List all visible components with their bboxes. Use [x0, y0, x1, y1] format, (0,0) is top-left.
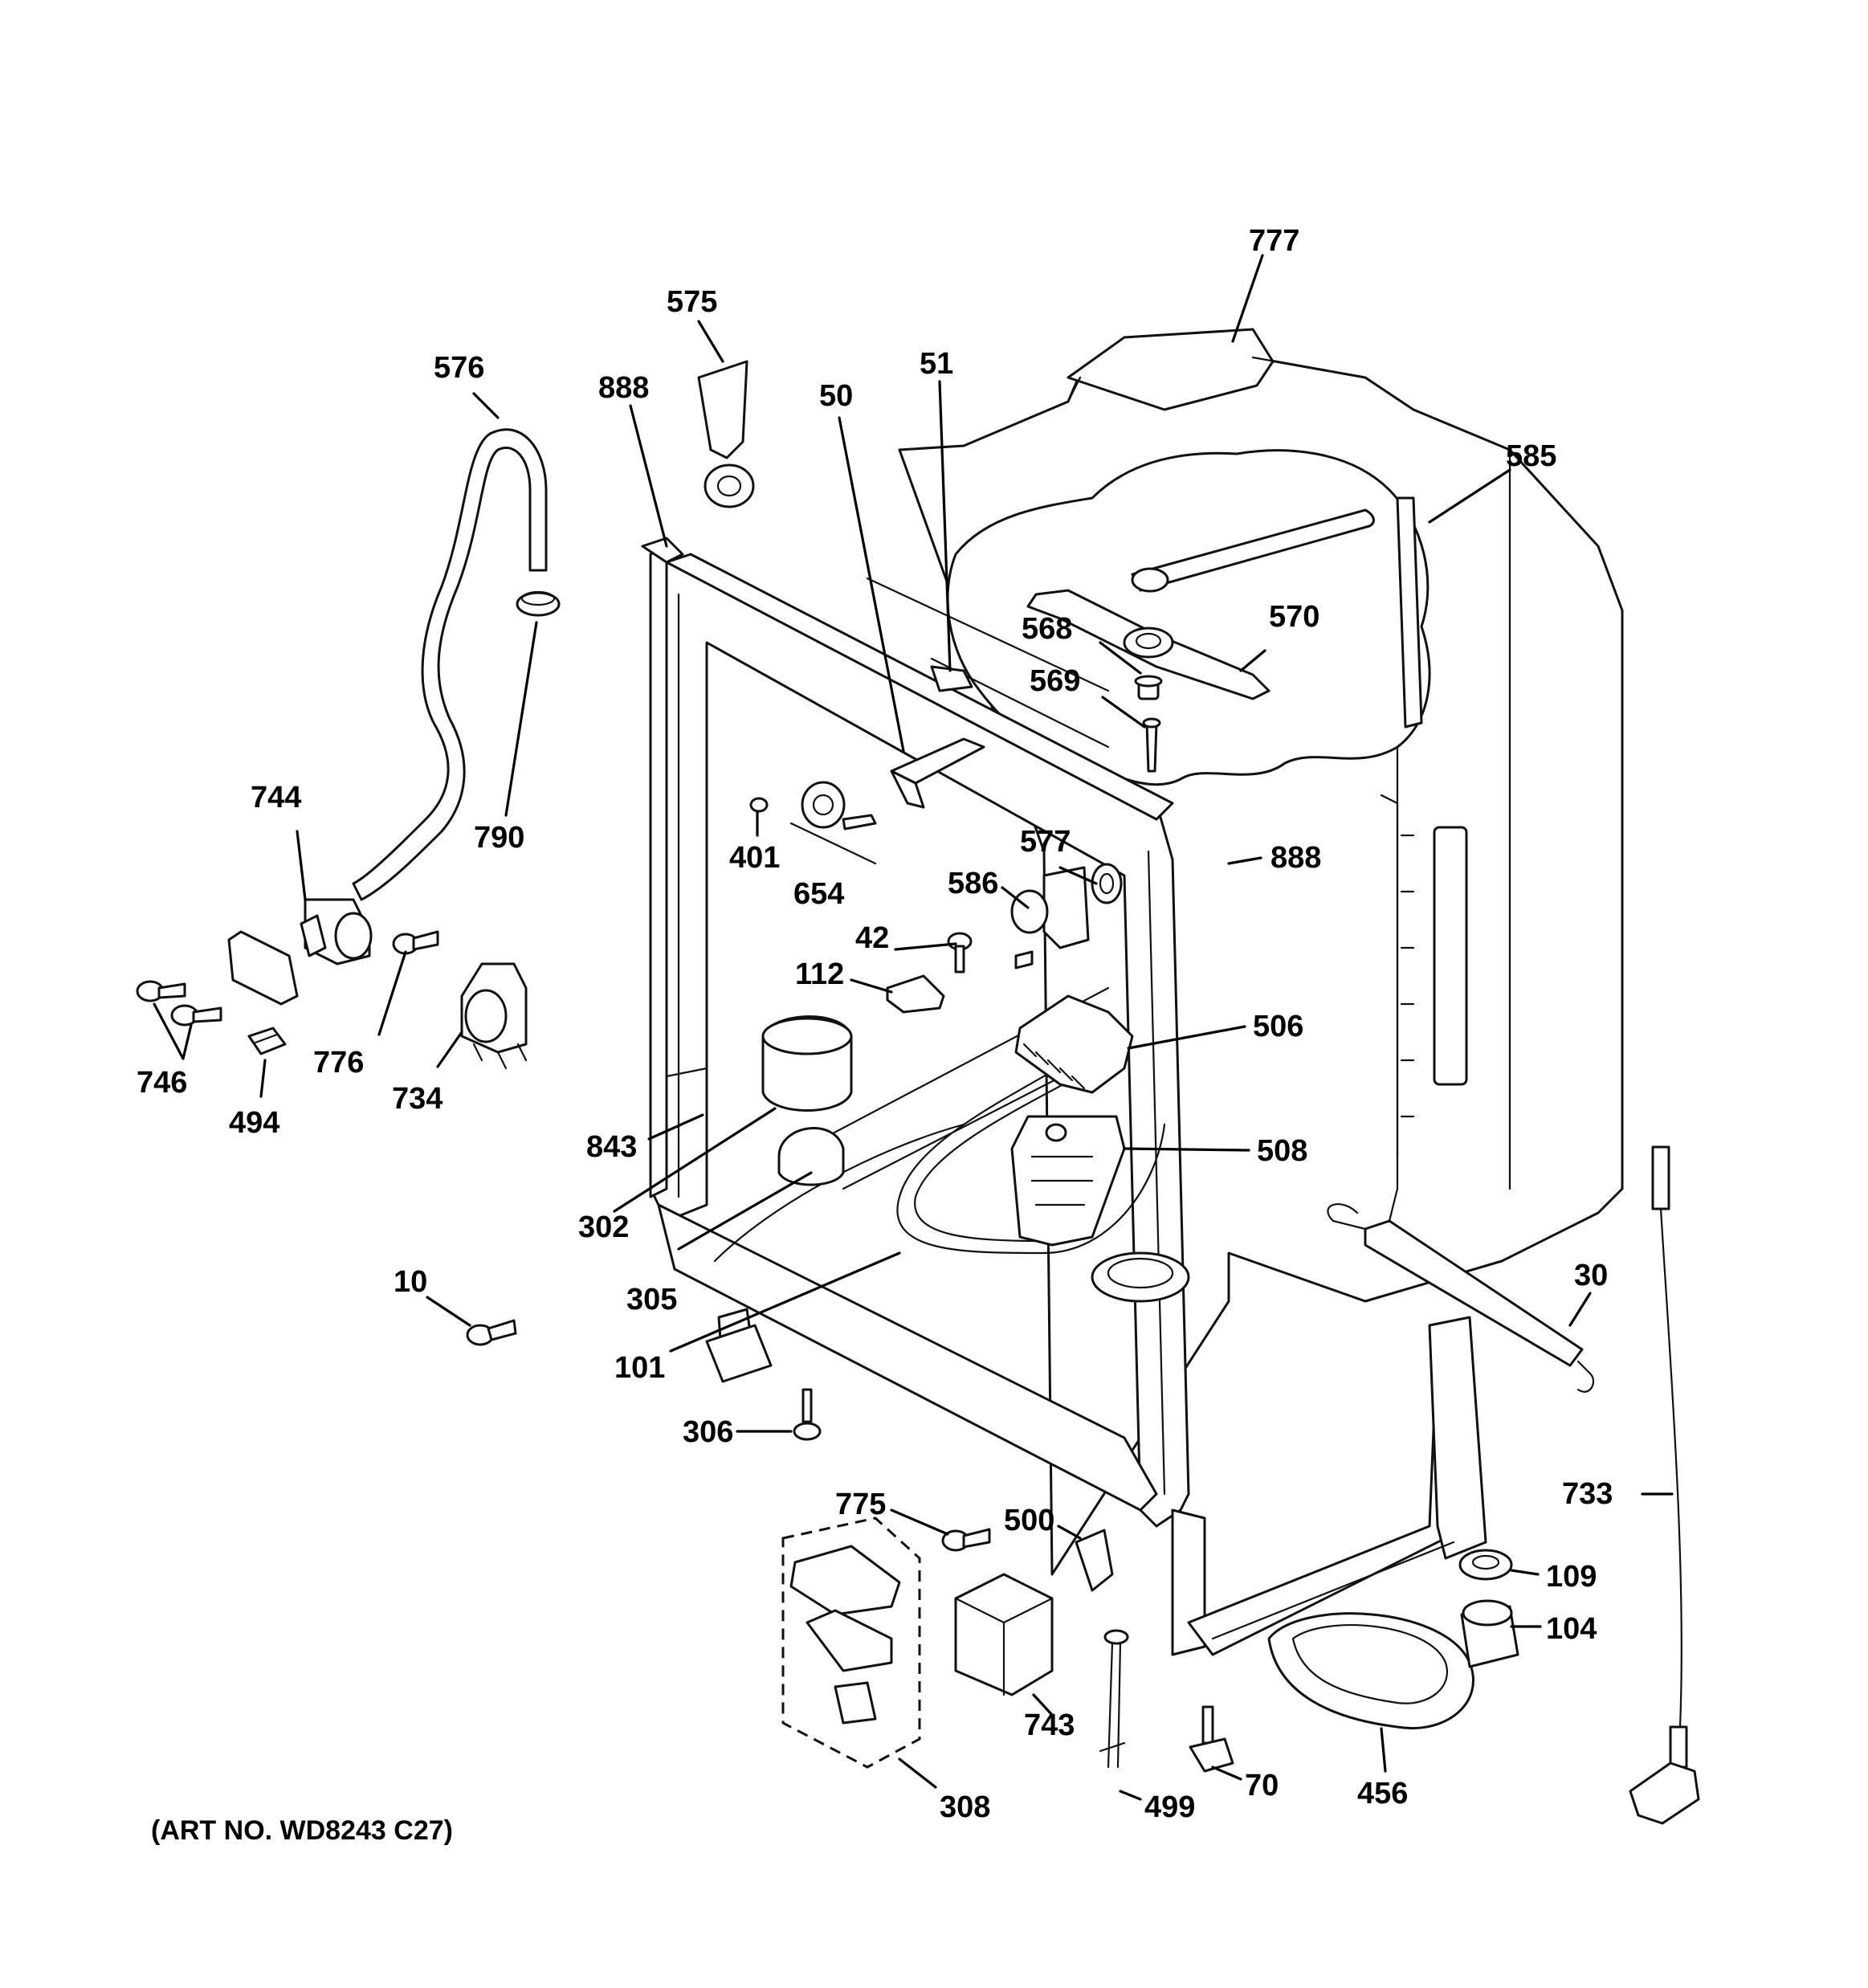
stud-70 — [1189, 1705, 1234, 1773]
screw-746b — [170, 1004, 222, 1027]
art-number: (ART NO. WD8243 C27) — [151, 1815, 453, 1846]
bracket-500 — [1075, 1529, 1114, 1592]
callout-302: 302 — [578, 1210, 629, 1244]
trim-843 — [665, 1067, 708, 1078]
callout-790: 790 — [474, 821, 524, 855]
callout-508: 508 — [1257, 1134, 1307, 1168]
hose-clamp-790 — [516, 590, 561, 617]
callout-734: 734 — [392, 1082, 443, 1116]
spray-arm-screw-569 — [1142, 717, 1161, 773]
leader-lines — [153, 254, 1674, 1801]
callout-456: 456 — [1357, 1777, 1408, 1810]
callout-306: 306 — [683, 1415, 733, 1449]
latch-112 — [886, 974, 945, 1014]
screw-776 — [392, 930, 439, 955]
callout-575: 575 — [667, 285, 717, 319]
callout-576: 576 — [434, 351, 484, 385]
pulley-654 — [789, 781, 877, 865]
callout-104: 104 — [1546, 1612, 1597, 1646]
module-box-743 — [954, 1573, 1054, 1696]
callout-401: 401 — [729, 841, 780, 875]
door-seal-888-left — [641, 537, 684, 1198]
callout-776: 776 — [313, 1046, 364, 1080]
callout-112: 112 — [795, 957, 844, 991]
callout-50: 50 — [819, 379, 853, 413]
door-cable-733 — [1629, 1145, 1700, 1825]
ring-577 — [1091, 863, 1123, 904]
callout-585: 585 — [1506, 439, 1556, 473]
callout-494: 494 — [229, 1106, 279, 1140]
lower-spray-arm-570 — [1026, 589, 1270, 700]
tub-assembly-777 — [649, 328, 1624, 1656]
cap-302 — [761, 1015, 853, 1112]
switch-assembly-308 — [781, 1517, 921, 1769]
float-switch-734 — [460, 962, 528, 1070]
door-spring-30 — [1327, 1203, 1595, 1393]
bracket-51 — [930, 665, 973, 692]
callout-744: 744 — [251, 781, 301, 814]
callout-101: 101 — [614, 1351, 665, 1385]
screw-746a — [136, 980, 186, 1002]
callout-746: 746 — [137, 1066, 187, 1100]
callout-308: 308 — [940, 1790, 990, 1824]
callout-10: 10 — [394, 1265, 427, 1299]
callout-775: 775 — [835, 1488, 886, 1521]
ring-109 — [1458, 1549, 1513, 1581]
callout-570: 570 — [1269, 600, 1319, 634]
callout-305: 305 — [626, 1283, 677, 1316]
callout-70: 70 — [1245, 1769, 1279, 1802]
inlet-hose-576 — [352, 428, 548, 901]
screw-775 — [941, 1528, 991, 1552]
upper-spray-arm-585 — [1131, 496, 1423, 729]
callout-labels: 777 575 576 888 50 51 585 568 570 569 74… — [137, 224, 1613, 1846]
callout-569: 569 — [1030, 664, 1080, 698]
callout-51: 51 — [920, 347, 953, 381]
callout-743: 743 — [1024, 1708, 1075, 1742]
callout-654: 654 — [793, 877, 844, 911]
filter-506 — [1014, 994, 1134, 1094]
callout-733: 733 — [1562, 1477, 1613, 1511]
callout-586: 586 — [948, 867, 998, 900]
callout-109: 109 — [1546, 1560, 1597, 1594]
callout-888-right: 888 — [1270, 841, 1321, 875]
bracket-50 — [890, 737, 985, 809]
callout-506: 506 — [1253, 1010, 1303, 1043]
callout-777: 777 — [1249, 224, 1299, 258]
callout-500: 500 — [1004, 1504, 1054, 1537]
bushing-401 — [749, 797, 769, 813]
dome-305 — [777, 1127, 845, 1186]
screw-10 — [466, 1319, 517, 1346]
stud-306 — [793, 1388, 822, 1441]
spray-arm-nut-568 — [1134, 675, 1163, 700]
nut-104 — [1460, 1599, 1519, 1668]
clip-494 — [247, 1027, 287, 1055]
sensor-499 — [1099, 1629, 1129, 1769]
water-valve-744 — [227, 898, 373, 1006]
filter-basket-508 — [1010, 1115, 1126, 1247]
callout-577: 577 — [1020, 825, 1071, 859]
callout-499: 499 — [1144, 1790, 1195, 1824]
callout-888-top: 888 — [598, 371, 649, 405]
sump-gasket-456 — [1267, 1612, 1474, 1729]
callout-30: 30 — [1574, 1259, 1608, 1292]
callout-568: 568 — [1022, 612, 1072, 646]
callout-843: 843 — [586, 1130, 637, 1164]
vent-duct-575 — [697, 360, 755, 508]
screw-42 — [947, 932, 973, 974]
callout-42: 42 — [855, 921, 889, 955]
